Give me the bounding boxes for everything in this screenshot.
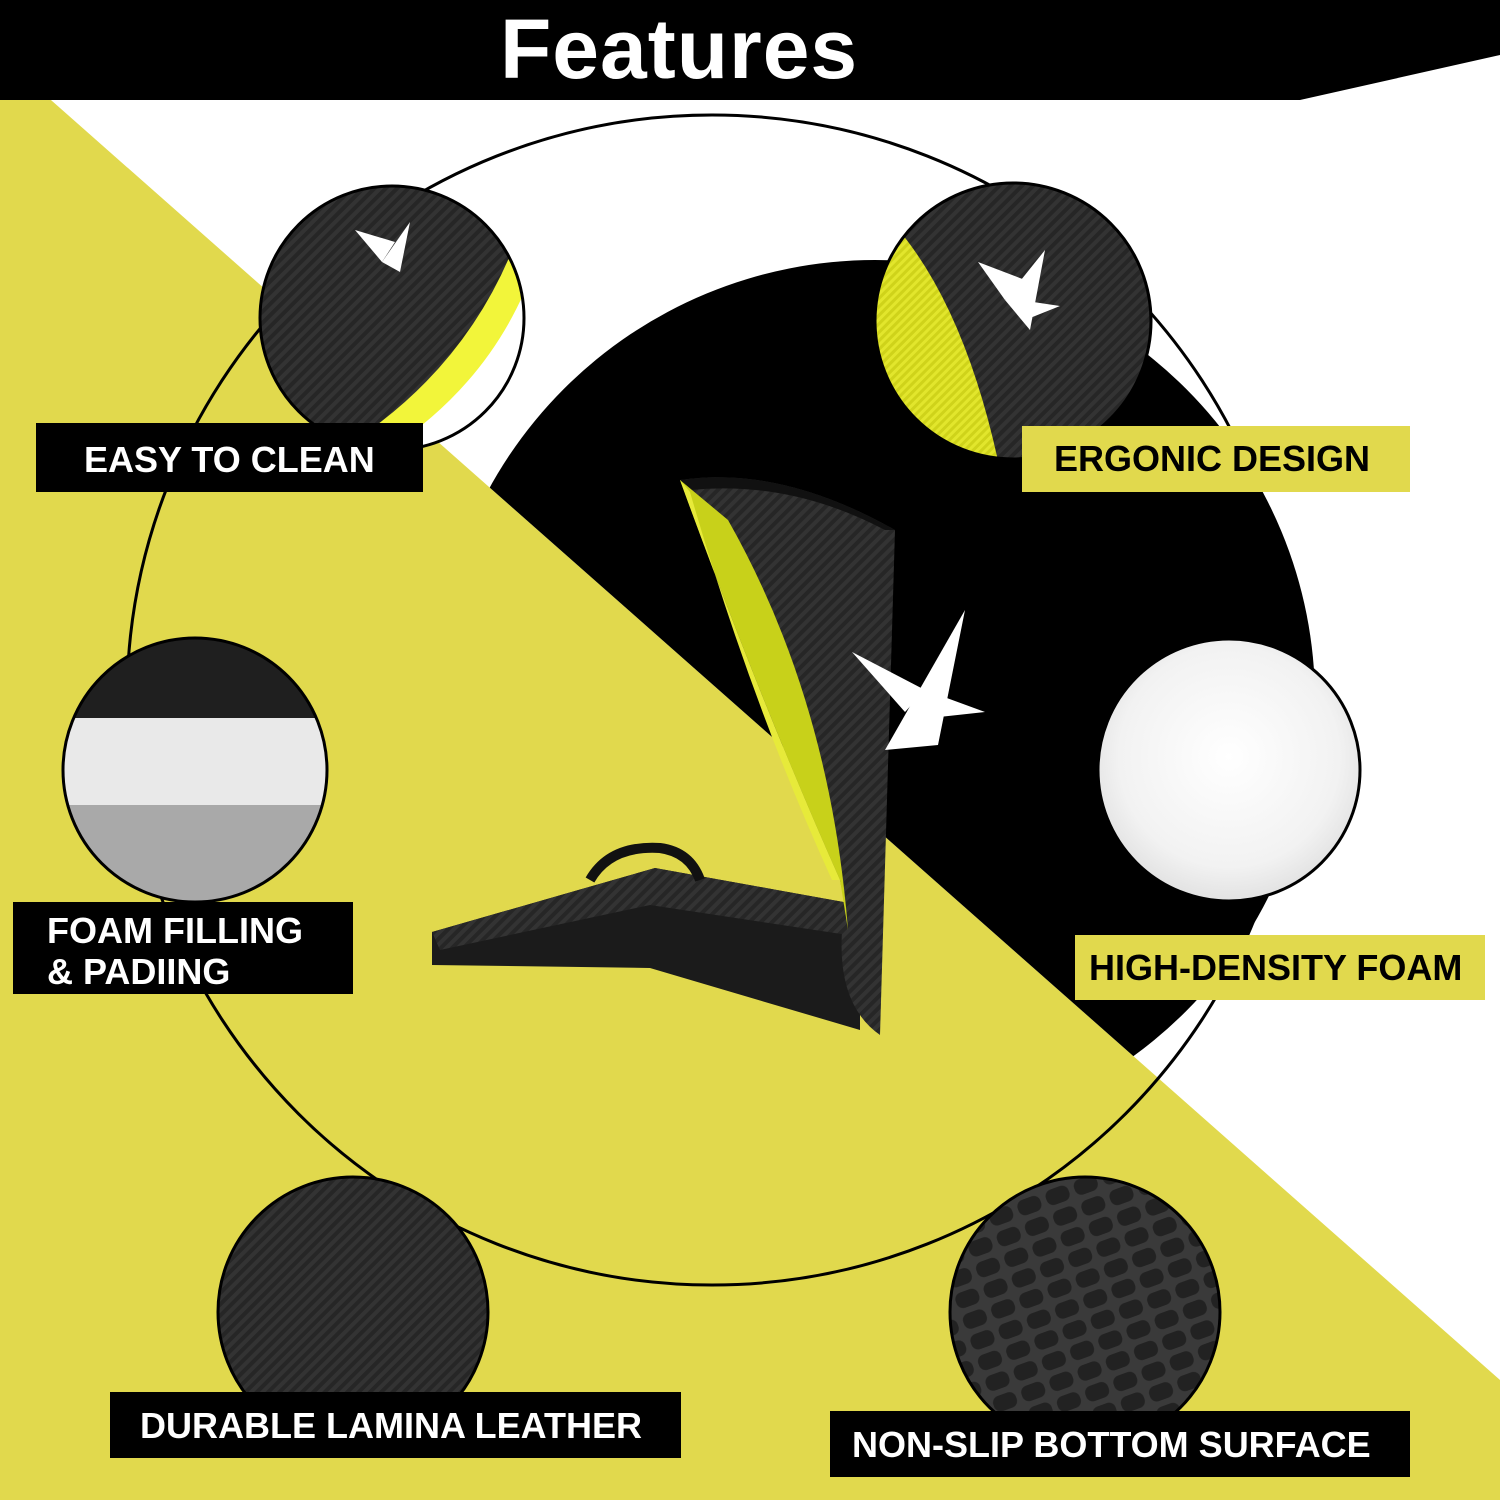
floor-chair-product xyxy=(432,477,985,1035)
label-non-slip-surface: NON-SLIP BOTTOM SURFACE xyxy=(830,1411,1410,1477)
brand-logo xyxy=(852,610,985,750)
label-high-density-foam: HIGH-DENSITY FOAM xyxy=(1075,935,1485,1000)
header: Features xyxy=(0,0,1500,100)
nonslip-detail-circle xyxy=(948,1175,1222,1449)
label-ergonomic-design: ERGONIC DESIGN xyxy=(1022,426,1410,492)
label-foam-filling: FOAM FILLING & PADIING xyxy=(13,902,353,994)
label-foam-line2: & PADIING xyxy=(47,951,231,992)
foam-texture-detail-circle xyxy=(1096,637,1362,903)
label-easy-to-clean: EASY TO CLEAN xyxy=(36,423,423,492)
page-title: Features xyxy=(500,2,859,96)
header-band-shape xyxy=(0,0,1500,100)
label-durable-leather: DURABLE LAMINA LEATHER xyxy=(110,1392,681,1458)
label-foam-line1: FOAM FILLING xyxy=(47,910,303,951)
foam-layers-detail-circle xyxy=(61,636,329,904)
ergonomic-detail-circle xyxy=(873,181,1153,461)
